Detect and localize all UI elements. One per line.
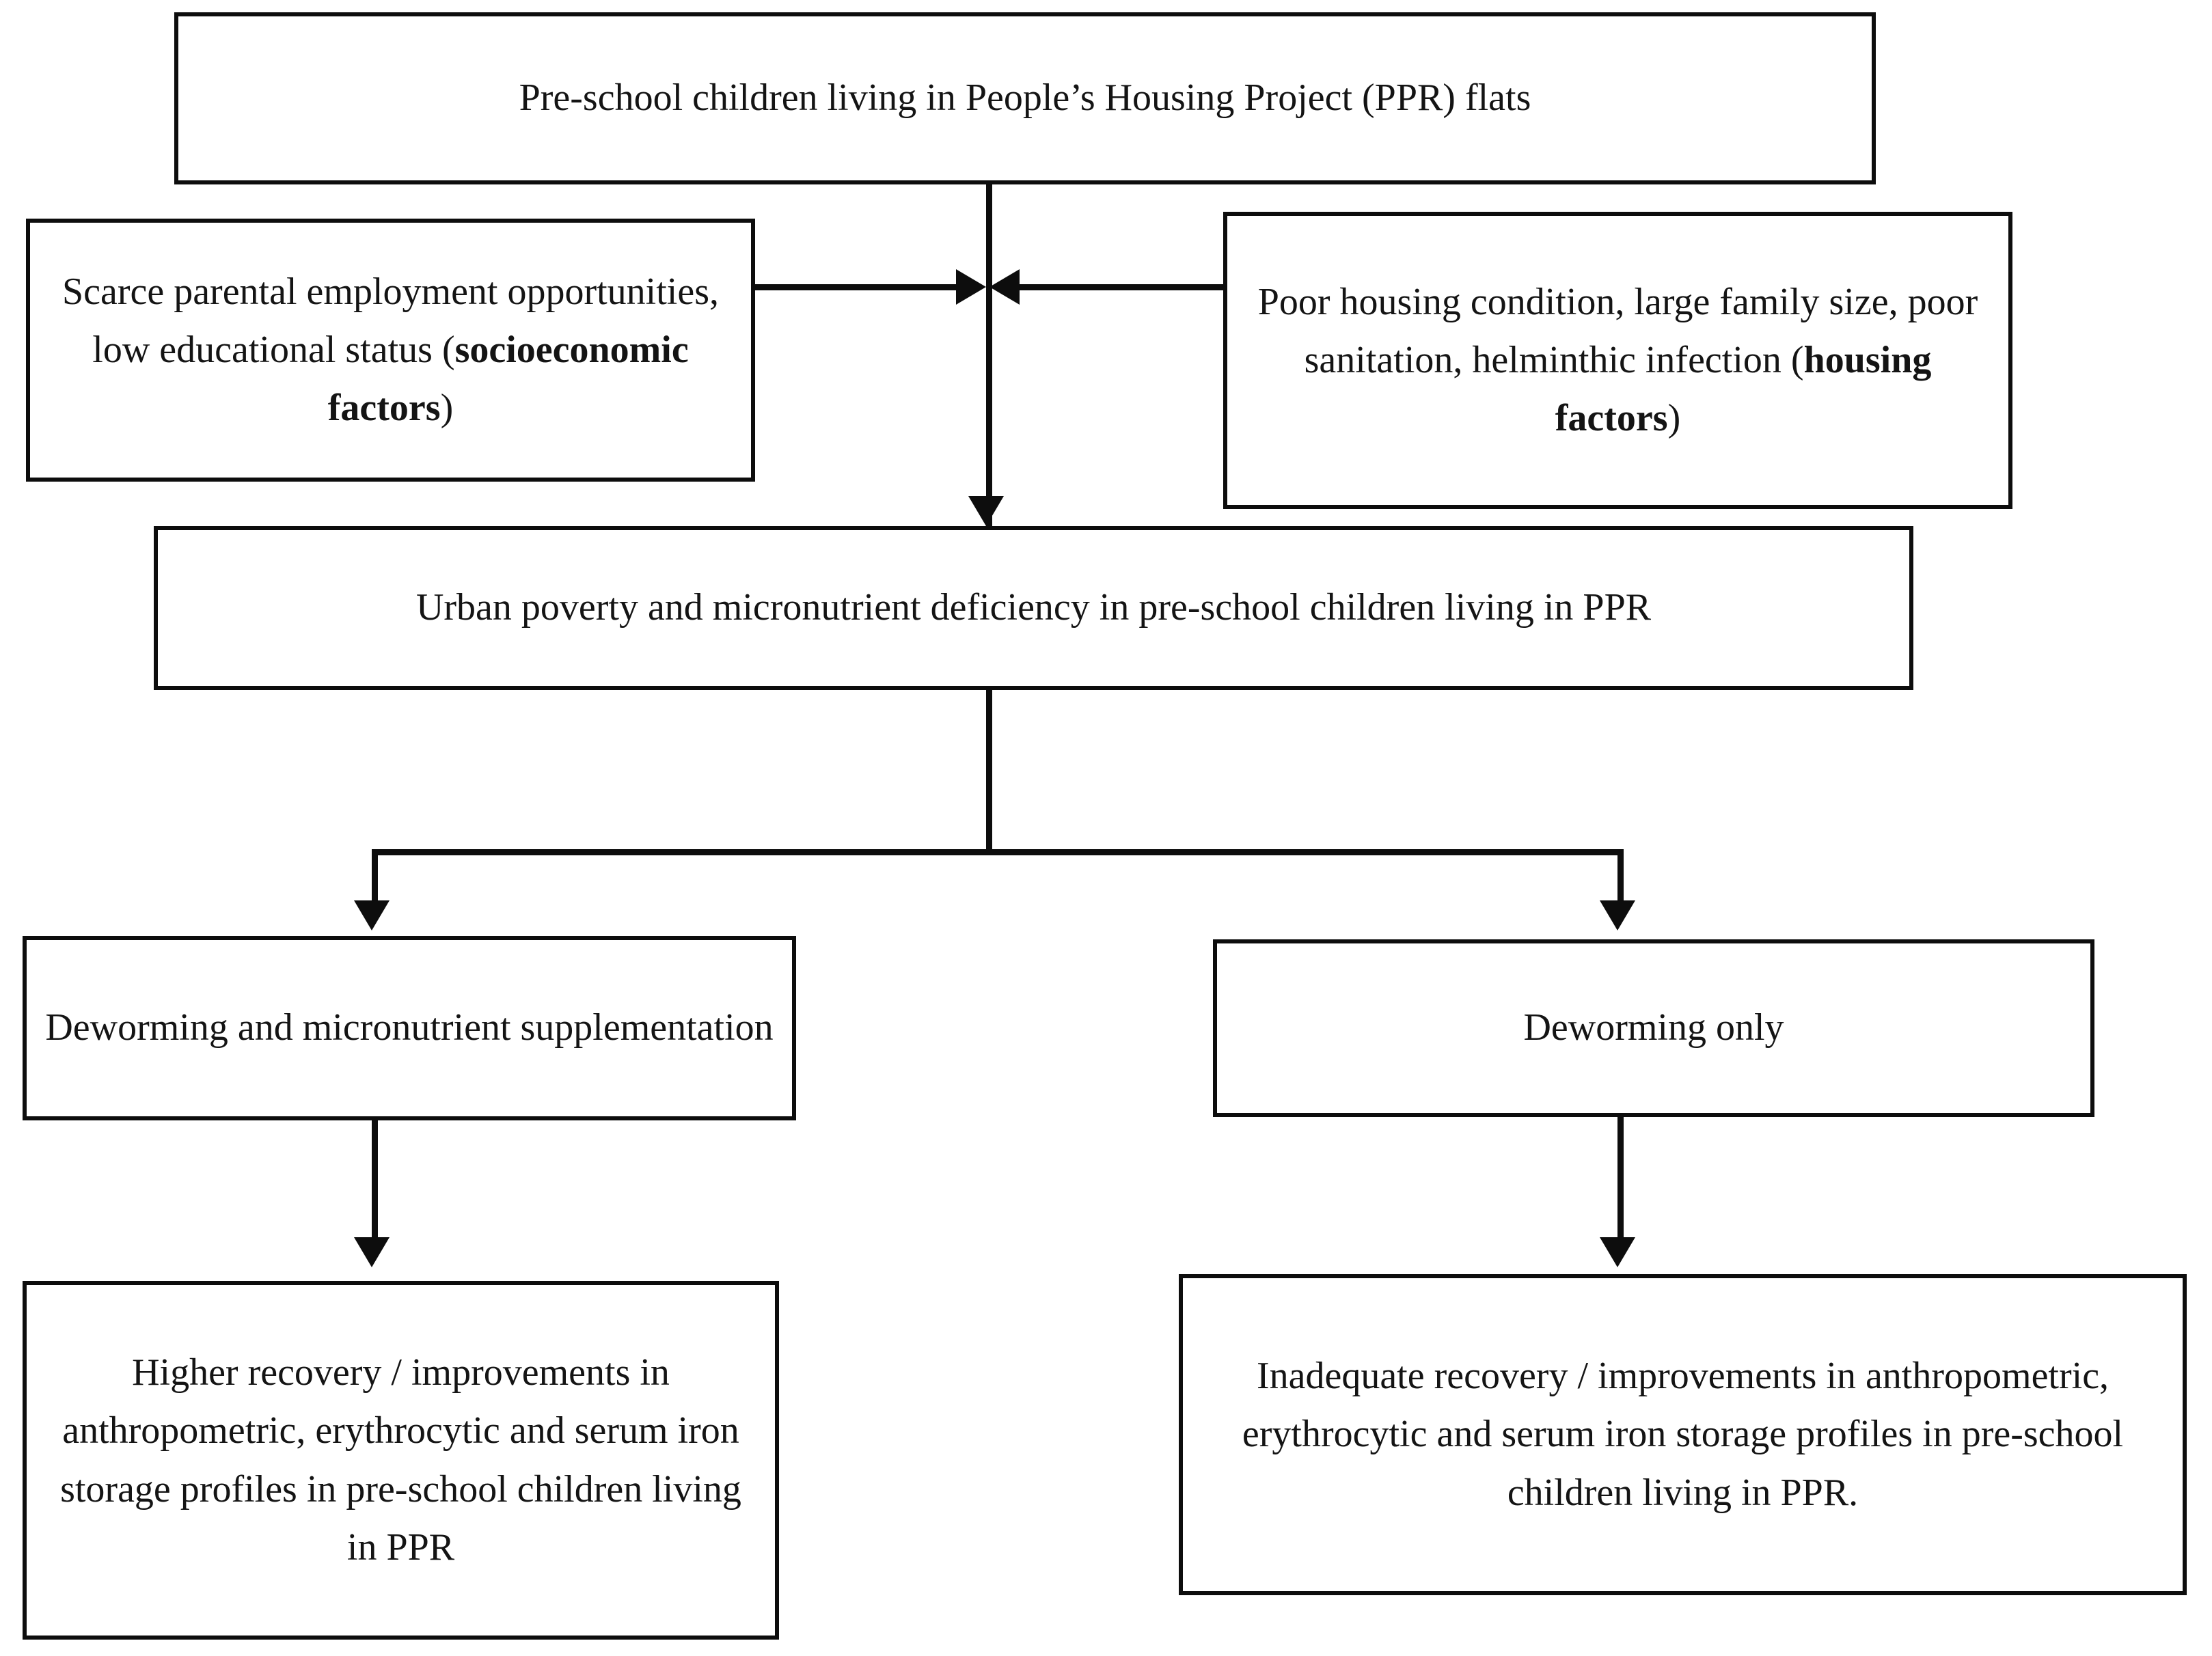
connector-population-to-problem: [986, 180, 992, 529]
socio-text-after: ): [440, 387, 454, 430]
socio-text-bold: socioeconomic factors: [327, 328, 689, 430]
housing-text-bold: housing factors: [1555, 338, 1932, 440]
connector-housing-to-trunk: [1020, 284, 1225, 290]
connector-intervention-b-to-outcome-b: [1617, 1114, 1624, 1244]
connector-problem-to-split: [986, 687, 992, 855]
arrowhead-right-icon: [956, 269, 986, 305]
node-population-label: Pre-school children living in People’s H…: [519, 77, 1531, 120]
housing-text-after: ): [1667, 397, 1681, 440]
node-housing-factors-label: Poor housing condition, large family siz…: [1227, 273, 2008, 447]
connector-split-bar: [372, 849, 1624, 855]
node-socioeconomic-factors-label: Scarce parental employment opportunities…: [30, 263, 751, 437]
arrowhead-left-icon: [989, 269, 1020, 305]
connector-split-left-drop: [372, 849, 378, 917]
node-intervention-a-label: Deworming and micronutrient supplementat…: [45, 1006, 774, 1049]
node-problem-label: Urban poverty and micronutrient deficien…: [415, 586, 1652, 629]
node-intervention-b: Deworming only: [1213, 939, 2094, 1117]
arrowhead-down-icon: [354, 1237, 390, 1267]
node-outcome-a-label: Higher recovery / improvements in anthro…: [60, 1351, 741, 1569]
socio-text-before: Scarce parental employment opportunities…: [62, 270, 720, 371]
node-population: Pre-school children living in People’s H…: [174, 12, 1876, 184]
node-outcome-b-label: Inadequate recovery / improvements in an…: [1242, 1355, 2124, 1514]
node-outcome-b: Inadequate recovery / improvements in an…: [1179, 1274, 2187, 1595]
node-intervention-b-label: Deworming only: [1523, 1006, 1784, 1049]
arrowhead-down-icon: [1600, 900, 1635, 930]
connector-socioeconomic-to-trunk: [755, 284, 960, 290]
arrowhead-down-icon: [968, 496, 1004, 526]
node-socioeconomic-factors: Scarce parental employment opportunities…: [26, 219, 755, 482]
node-problem: Urban poverty and micronutrient deficien…: [154, 526, 1913, 690]
arrowhead-down-icon: [354, 900, 390, 930]
connector-intervention-a-to-outcome-a: [372, 1118, 378, 1244]
node-housing-factors: Poor housing condition, large family siz…: [1223, 212, 2012, 509]
node-outcome-a: Higher recovery / improvements in anthro…: [23, 1281, 779, 1640]
arrowhead-down-icon: [1600, 1237, 1635, 1267]
connector-split-right-drop: [1617, 849, 1624, 917]
housing-text-before: Poor housing condition, large family siz…: [1257, 280, 1978, 381]
node-intervention-a: Deworming and micronutrient supplementat…: [23, 936, 796, 1120]
